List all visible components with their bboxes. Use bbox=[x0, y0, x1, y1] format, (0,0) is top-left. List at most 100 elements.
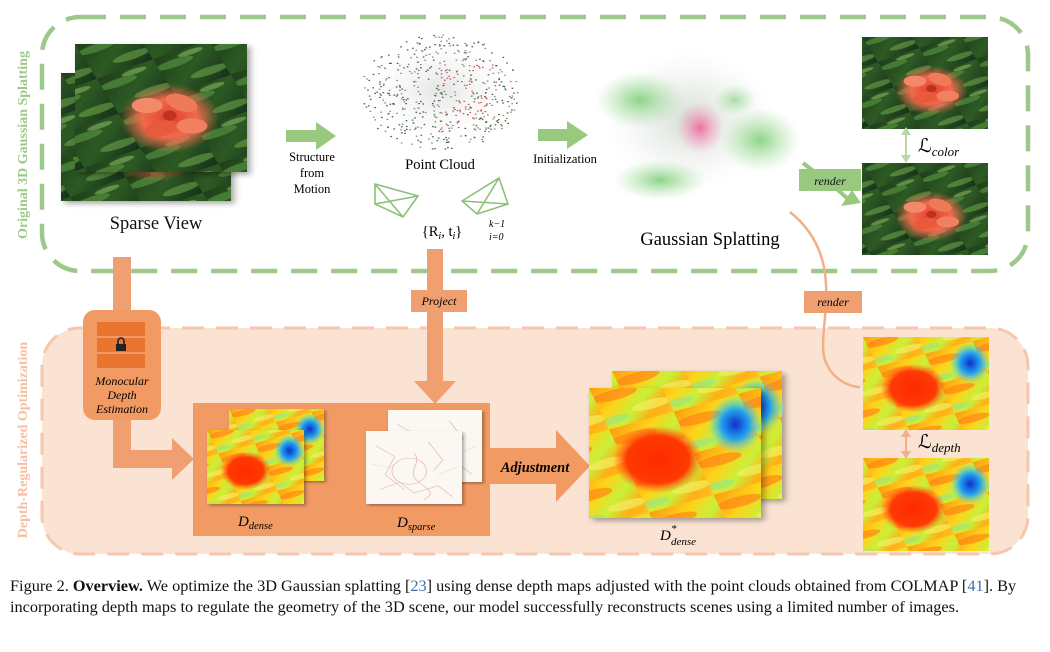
point-cloud-dot bbox=[469, 83, 471, 85]
point-cloud-dot bbox=[477, 97, 479, 99]
point-cloud-dot bbox=[412, 122, 414, 124]
point-cloud-dot bbox=[448, 69, 451, 71]
point-cloud-dot bbox=[374, 119, 376, 121]
point-cloud-dot bbox=[415, 111, 418, 113]
point-cloud-dot bbox=[485, 121, 487, 123]
point-cloud-dot bbox=[439, 120, 442, 122]
point-cloud-dot bbox=[418, 43, 421, 45]
point-cloud-dot bbox=[486, 103, 488, 105]
point-cloud-dot bbox=[482, 112, 484, 114]
point-cloud-dot bbox=[480, 101, 482, 104]
point-cloud-dot bbox=[438, 67, 441, 70]
point-cloud-dot bbox=[431, 102, 434, 105]
point-cloud-dot bbox=[433, 100, 436, 102]
point-cloud-dot bbox=[497, 72, 500, 74]
point-cloud-dot bbox=[465, 135, 467, 137]
point-cloud-dot bbox=[469, 51, 471, 53]
sfm-label-3: Motion bbox=[294, 182, 332, 196]
point-cloud-dot bbox=[384, 102, 386, 104]
point-cloud-dot bbox=[466, 84, 468, 86]
point-cloud-dot bbox=[373, 60, 376, 62]
point-cloud-dot bbox=[482, 44, 484, 46]
point-cloud-dot bbox=[440, 70, 443, 72]
point-cloud-dot bbox=[506, 117, 508, 119]
point-cloud-dot bbox=[478, 67, 481, 69]
point-cloud-dot bbox=[472, 124, 475, 126]
point-cloud-dot bbox=[439, 45, 441, 47]
point-cloud-dot bbox=[454, 94, 457, 96]
point-cloud-dot bbox=[484, 95, 486, 98]
point-cloud-dot bbox=[474, 113, 477, 115]
point-cloud-dot bbox=[511, 95, 514, 97]
point-cloud-dot bbox=[427, 78, 430, 80]
point-cloud-dot bbox=[501, 125, 504, 127]
point-cloud-dot bbox=[453, 77, 455, 79]
point-cloud-dot bbox=[509, 81, 512, 83]
point-cloud-dot bbox=[498, 78, 500, 81]
point-cloud-dot bbox=[494, 124, 497, 126]
point-cloud-dot bbox=[474, 98, 476, 100]
point-cloud-dot bbox=[488, 131, 490, 133]
camera-frustum-right-icon bbox=[460, 176, 510, 215]
point-cloud-dot bbox=[438, 43, 441, 46]
point-cloud-dot bbox=[474, 129, 477, 131]
point-cloud-dot bbox=[502, 102, 504, 104]
point-cloud-dot bbox=[411, 119, 414, 121]
point-cloud-dot bbox=[378, 88, 381, 90]
mono-depth-label-3: Estimation bbox=[95, 402, 148, 416]
point-cloud-dot bbox=[468, 70, 471, 72]
point-cloud-dot bbox=[465, 58, 467, 60]
point-cloud-dot bbox=[379, 83, 381, 85]
d-dense-star-sub: dense bbox=[671, 536, 696, 548]
d-dense-label: Ddense bbox=[237, 514, 273, 532]
point-cloud-dot bbox=[435, 92, 437, 95]
caption-ref-23[interactable]: 23 bbox=[410, 576, 427, 595]
point-cloud-dot bbox=[400, 98, 403, 100]
point-cloud-dot bbox=[396, 138, 398, 140]
render-arrow-top-head bbox=[841, 190, 861, 206]
point-cloud-dot bbox=[393, 94, 396, 96]
point-cloud-dot bbox=[447, 141, 450, 143]
point-cloud-dot bbox=[495, 81, 498, 83]
point-cloud-dot bbox=[473, 137, 476, 139]
point-cloud-dot bbox=[415, 135, 418, 137]
point-cloud-dot bbox=[422, 103, 424, 105]
caption-ref-41[interactable]: 41 bbox=[967, 576, 984, 595]
network-icon bbox=[97, 322, 145, 368]
point-cloud-dot bbox=[453, 83, 455, 85]
point-cloud-dot bbox=[443, 138, 445, 140]
bottom-section-title: Depth-Regularized Optimization bbox=[16, 342, 31, 539]
point-cloud-dot bbox=[385, 78, 388, 80]
point-cloud-dot bbox=[472, 70, 474, 72]
point-cloud-dot bbox=[395, 86, 398, 88]
d-dense-star-label: D bbox=[659, 528, 671, 544]
point-cloud-dot bbox=[493, 128, 496, 130]
point-cloud-dot bbox=[468, 80, 471, 82]
point-cloud-dot bbox=[436, 87, 438, 89]
point-cloud-dot bbox=[363, 103, 366, 105]
point-cloud-dot bbox=[420, 37, 423, 40]
point-cloud-dot bbox=[386, 118, 389, 120]
caption-text-1: We optimize the 3D Gaussian splatting [ bbox=[142, 576, 411, 595]
point-cloud-dot bbox=[414, 71, 416, 73]
point-cloud-dot bbox=[413, 53, 416, 55]
point-cloud-dot bbox=[433, 106, 436, 108]
point-cloud-dot bbox=[459, 111, 462, 113]
point-cloud-dot bbox=[377, 66, 379, 68]
point-cloud-dot bbox=[465, 52, 468, 54]
project-arrow-head bbox=[414, 381, 456, 404]
point-cloud-dot bbox=[436, 140, 439, 142]
point-cloud-dot bbox=[434, 44, 436, 46]
mono-arrow-head bbox=[172, 438, 194, 480]
point-cloud-dot bbox=[442, 34, 444, 36]
point-cloud-dot bbox=[482, 60, 485, 62]
point-cloud-dot bbox=[395, 95, 398, 97]
dense-depth-front bbox=[207, 430, 305, 504]
point-cloud-dot bbox=[483, 105, 486, 107]
point-cloud-dot bbox=[373, 116, 375, 118]
point-cloud-dot bbox=[444, 79, 446, 81]
point-cloud-dot bbox=[479, 117, 482, 119]
point-cloud-dot bbox=[489, 124, 492, 126]
point-cloud-dot bbox=[380, 57, 382, 59]
point-cloud-dot bbox=[495, 120, 498, 122]
